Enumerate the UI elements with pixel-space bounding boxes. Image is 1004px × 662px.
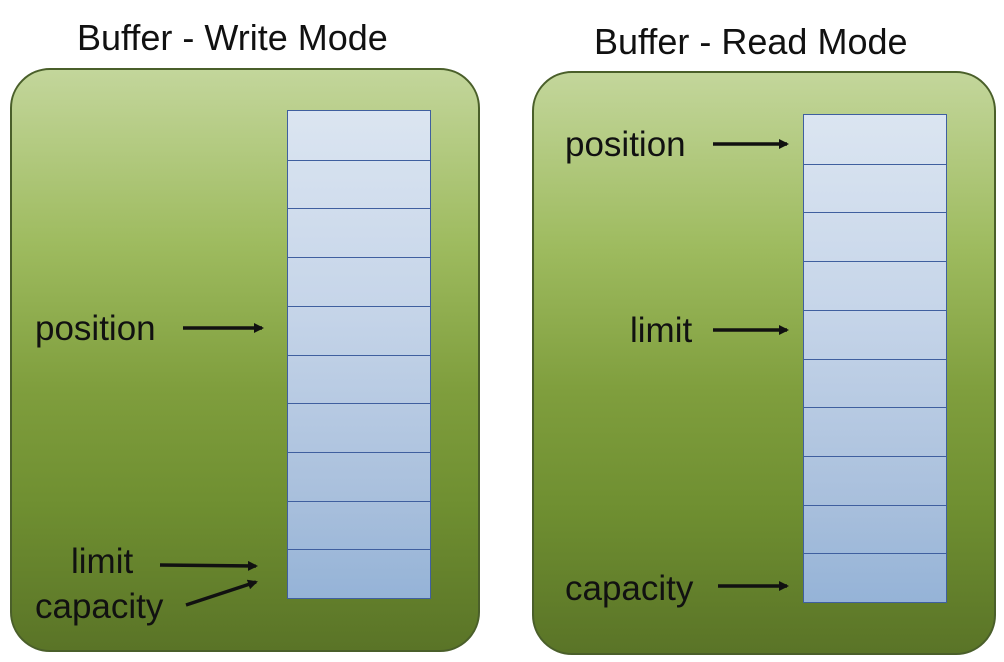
write-buffer-cell-divider (288, 160, 430, 161)
write-buffer-cell-divider (288, 452, 430, 453)
read-mode-title: Buffer - Read Mode (594, 21, 908, 62)
read-buffer-cell-divider (804, 359, 946, 360)
write-buffer-cell-divider (288, 306, 430, 307)
read-buffer-cell-divider (804, 164, 946, 165)
write-position-label: position (35, 309, 156, 348)
read-position-label: position (565, 125, 686, 164)
write-mode-title: Buffer - Write Mode (77, 17, 388, 58)
write-capacity-label: capacity (35, 587, 164, 626)
write-mode-buffer (287, 110, 431, 599)
read-buffer-cell-divider (804, 407, 946, 408)
read-buffer-cell-divider (804, 456, 946, 457)
read-capacity-label: capacity (565, 569, 694, 608)
write-buffer-cell-divider (288, 501, 430, 502)
read-limit-label: limit (630, 311, 693, 350)
read-buffer-cell-divider (804, 505, 946, 506)
read-buffer-cell-divider (804, 212, 946, 213)
read-mode-buffer (803, 114, 947, 603)
write-buffer-cell-divider (288, 355, 430, 356)
write-buffer-cell-divider (288, 208, 430, 209)
read-buffer-cell-divider (804, 310, 946, 311)
write-buffer-cell-divider (288, 403, 430, 404)
write-capacity-arrow (185, 579, 258, 607)
read-buffer-cell-divider (804, 553, 946, 554)
write-buffer-cell-divider (288, 257, 430, 258)
write-limit-arrow (159, 560, 258, 571)
write-limit-label: limit (71, 542, 134, 581)
write-buffer-cell-divider (288, 549, 430, 550)
read-buffer-cell-divider (804, 261, 946, 262)
